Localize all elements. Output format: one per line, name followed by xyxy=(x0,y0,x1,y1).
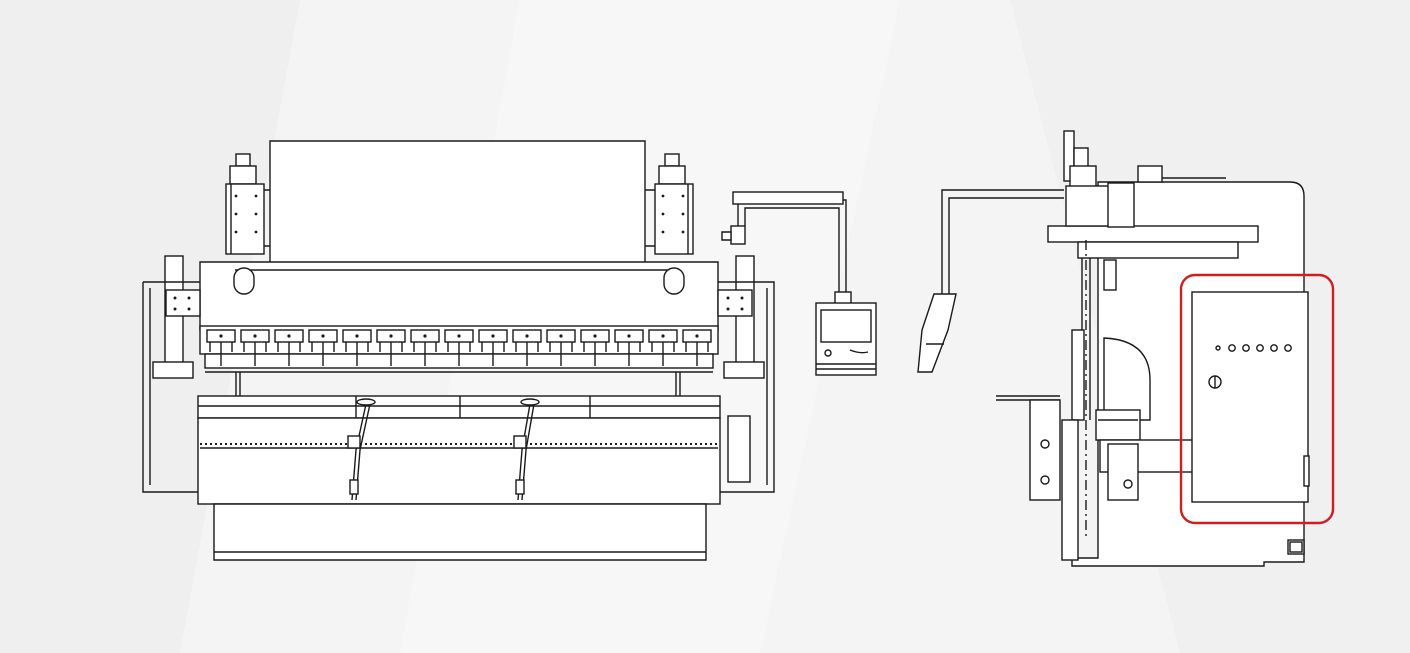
tool-segment xyxy=(342,329,372,366)
tool-segment xyxy=(206,329,236,366)
tool-segment xyxy=(376,329,406,366)
tool-segment xyxy=(444,329,474,366)
indicator-light-icon xyxy=(1256,344,1264,352)
tool-segment xyxy=(410,329,440,366)
right-side-column xyxy=(717,255,775,493)
side-throat xyxy=(996,329,1151,441)
indicator-light-icon xyxy=(1284,344,1292,352)
side-control-arm xyxy=(917,189,1064,373)
right-hydraulic-cylinder xyxy=(645,153,694,255)
upper-frame xyxy=(269,140,646,271)
ram-body xyxy=(199,261,719,331)
tool-segment xyxy=(274,329,304,366)
indicator-lights xyxy=(1215,344,1292,352)
lower-table xyxy=(197,395,751,561)
indicator-light-icon xyxy=(1270,344,1278,352)
indicator-light-icon xyxy=(1242,344,1250,352)
tool-segment xyxy=(580,329,610,366)
slot-left xyxy=(233,267,255,295)
front-support-arms xyxy=(347,398,540,501)
tool-segment xyxy=(240,329,270,366)
tool-segment xyxy=(648,329,678,366)
tool-segment xyxy=(512,329,542,366)
control-pendant xyxy=(815,302,877,376)
slot-right xyxy=(663,267,685,295)
tool-segment xyxy=(546,329,576,366)
electrical-cabinet xyxy=(1191,291,1310,503)
control-panel-arm xyxy=(721,191,852,305)
left-hydraulic-cylinder xyxy=(225,153,270,255)
side-cylinder xyxy=(1063,130,1226,540)
left-side-column xyxy=(142,255,201,493)
indicator-light-icon xyxy=(1215,345,1221,351)
upper-tool-row xyxy=(199,325,719,373)
tool-segment xyxy=(478,329,508,366)
top-beam xyxy=(1047,225,1259,243)
highlight-frame xyxy=(1179,273,1335,525)
side-view xyxy=(917,130,1335,567)
indicator-light-icon xyxy=(1228,344,1236,352)
tool-segment xyxy=(308,329,338,366)
front-view xyxy=(142,140,877,561)
tool-segment xyxy=(682,329,712,366)
tool-segment xyxy=(614,329,644,366)
